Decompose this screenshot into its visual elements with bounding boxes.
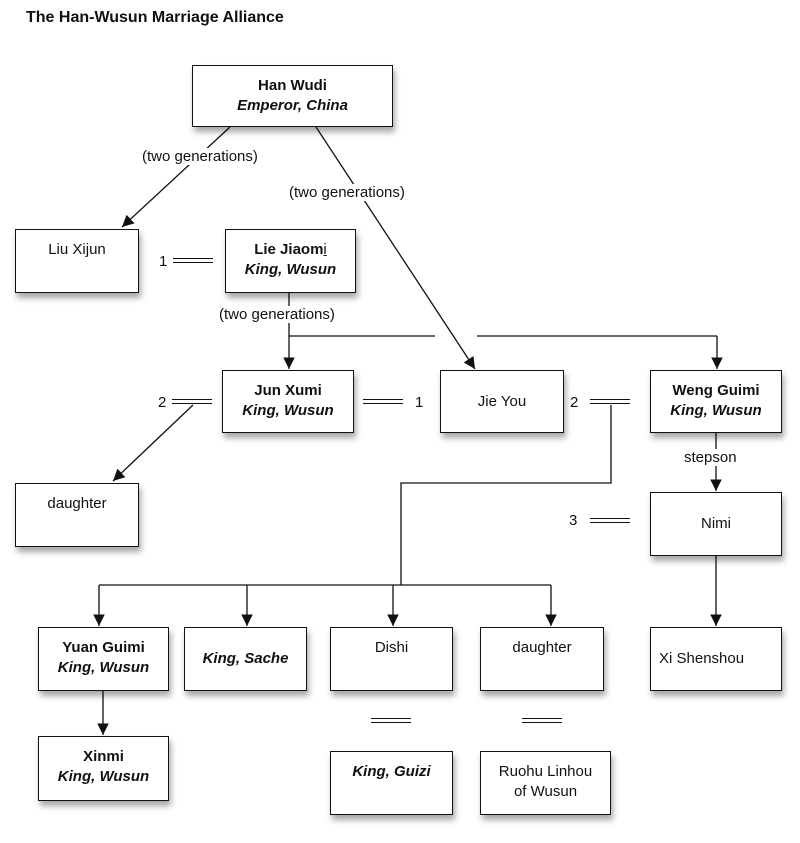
node-ruohu-linhou: Ruohu Linhou of Wusun (480, 751, 611, 815)
node-role: King, Guizi (352, 763, 431, 780)
edge-label-stepson: stepson (684, 449, 737, 466)
marriage-number: 1 (159, 253, 168, 270)
node-name: Jie You (477, 393, 527, 410)
edge-han-liu (121, 126, 231, 228)
node-xinmi: Xinmi King, Wusun (38, 736, 169, 801)
node-name: Ruohu Linhou of Wusun (498, 763, 593, 800)
edge-jie-weng-children (400, 405, 612, 585)
node-weng-guimi: Weng Guimi King, Wusun (650, 370, 782, 433)
marriage-number: 2 (570, 394, 579, 411)
node-name: Weng Guimi (672, 382, 760, 399)
node-xi-shenshou: Xi Shenshou (650, 627, 782, 691)
node-name: Yuan Guimi (62, 639, 145, 656)
marriage-symbol (173, 258, 213, 263)
marriage-number: 1 (415, 394, 424, 411)
node-name: Dishi (374, 639, 409, 656)
marriage-symbol (522, 718, 562, 723)
node-name-underlined: i (323, 241, 327, 258)
node-king-sache: King, Sache (184, 627, 307, 691)
marriage-number: 2 (158, 394, 167, 411)
edge-label-two-generations: (two generations) (219, 306, 335, 323)
node-role: King, Wusun (57, 659, 150, 676)
node-han-wudi: Han Wudi Emperor, China (192, 65, 393, 127)
node-name: Xi Shenshou (659, 650, 745, 667)
node-name: Nimi (701, 515, 731, 532)
node-role: King, Sache (202, 650, 289, 667)
node-dishi: Dishi (330, 627, 453, 691)
marriage-symbol (590, 399, 630, 404)
node-name-text: Lie Jiaom (254, 241, 324, 258)
marriage-symbol (172, 399, 212, 404)
node-jun-xumi: Jun Xumi King, Wusun (222, 370, 354, 433)
node-name: daughter (47, 495, 107, 512)
edge-label-two-generations: (two generations) (142, 148, 258, 165)
node-name: daughter (512, 639, 572, 656)
node-name: Lie Jiaomi (226, 240, 355, 260)
node-nimi: Nimi (650, 492, 782, 556)
edge-label-two-generations: (two generations) (289, 184, 405, 201)
marriage-symbol (363, 399, 403, 404)
node-jie-you: Jie You (440, 370, 564, 433)
node-role: Emperor, China (237, 97, 348, 114)
node-name: Han Wudi (258, 77, 327, 94)
diagram-title: The Han-Wusun Marriage Alliance (26, 9, 284, 26)
node-name: Liu Xijun (48, 241, 106, 258)
node-role: King, Wusun (242, 402, 334, 419)
node-liu-xijun: Liu Xijun (15, 229, 139, 293)
edge-jun-daughter (112, 404, 194, 482)
node-name: Jun Xumi (254, 382, 322, 399)
node-role: King, Wusun (670, 402, 762, 419)
node-name: Xinmi (83, 748, 124, 765)
marriage-symbol (371, 718, 411, 723)
node-daughter: daughter (15, 483, 139, 547)
edge-han-jie (315, 126, 476, 370)
node-lie-jiaomi: Lie Jiaomi King, Wusun (225, 229, 356, 293)
node-king-guizi: King, Guizi (330, 751, 453, 815)
marriage-number: 3 (569, 512, 578, 529)
node-role: King, Wusun (244, 261, 337, 278)
node-yuan-guimi: Yuan Guimi King, Wusun (38, 627, 169, 691)
node-daughter: daughter (480, 627, 604, 691)
marriage-symbol (590, 518, 630, 523)
node-role: King, Wusun (57, 768, 150, 785)
